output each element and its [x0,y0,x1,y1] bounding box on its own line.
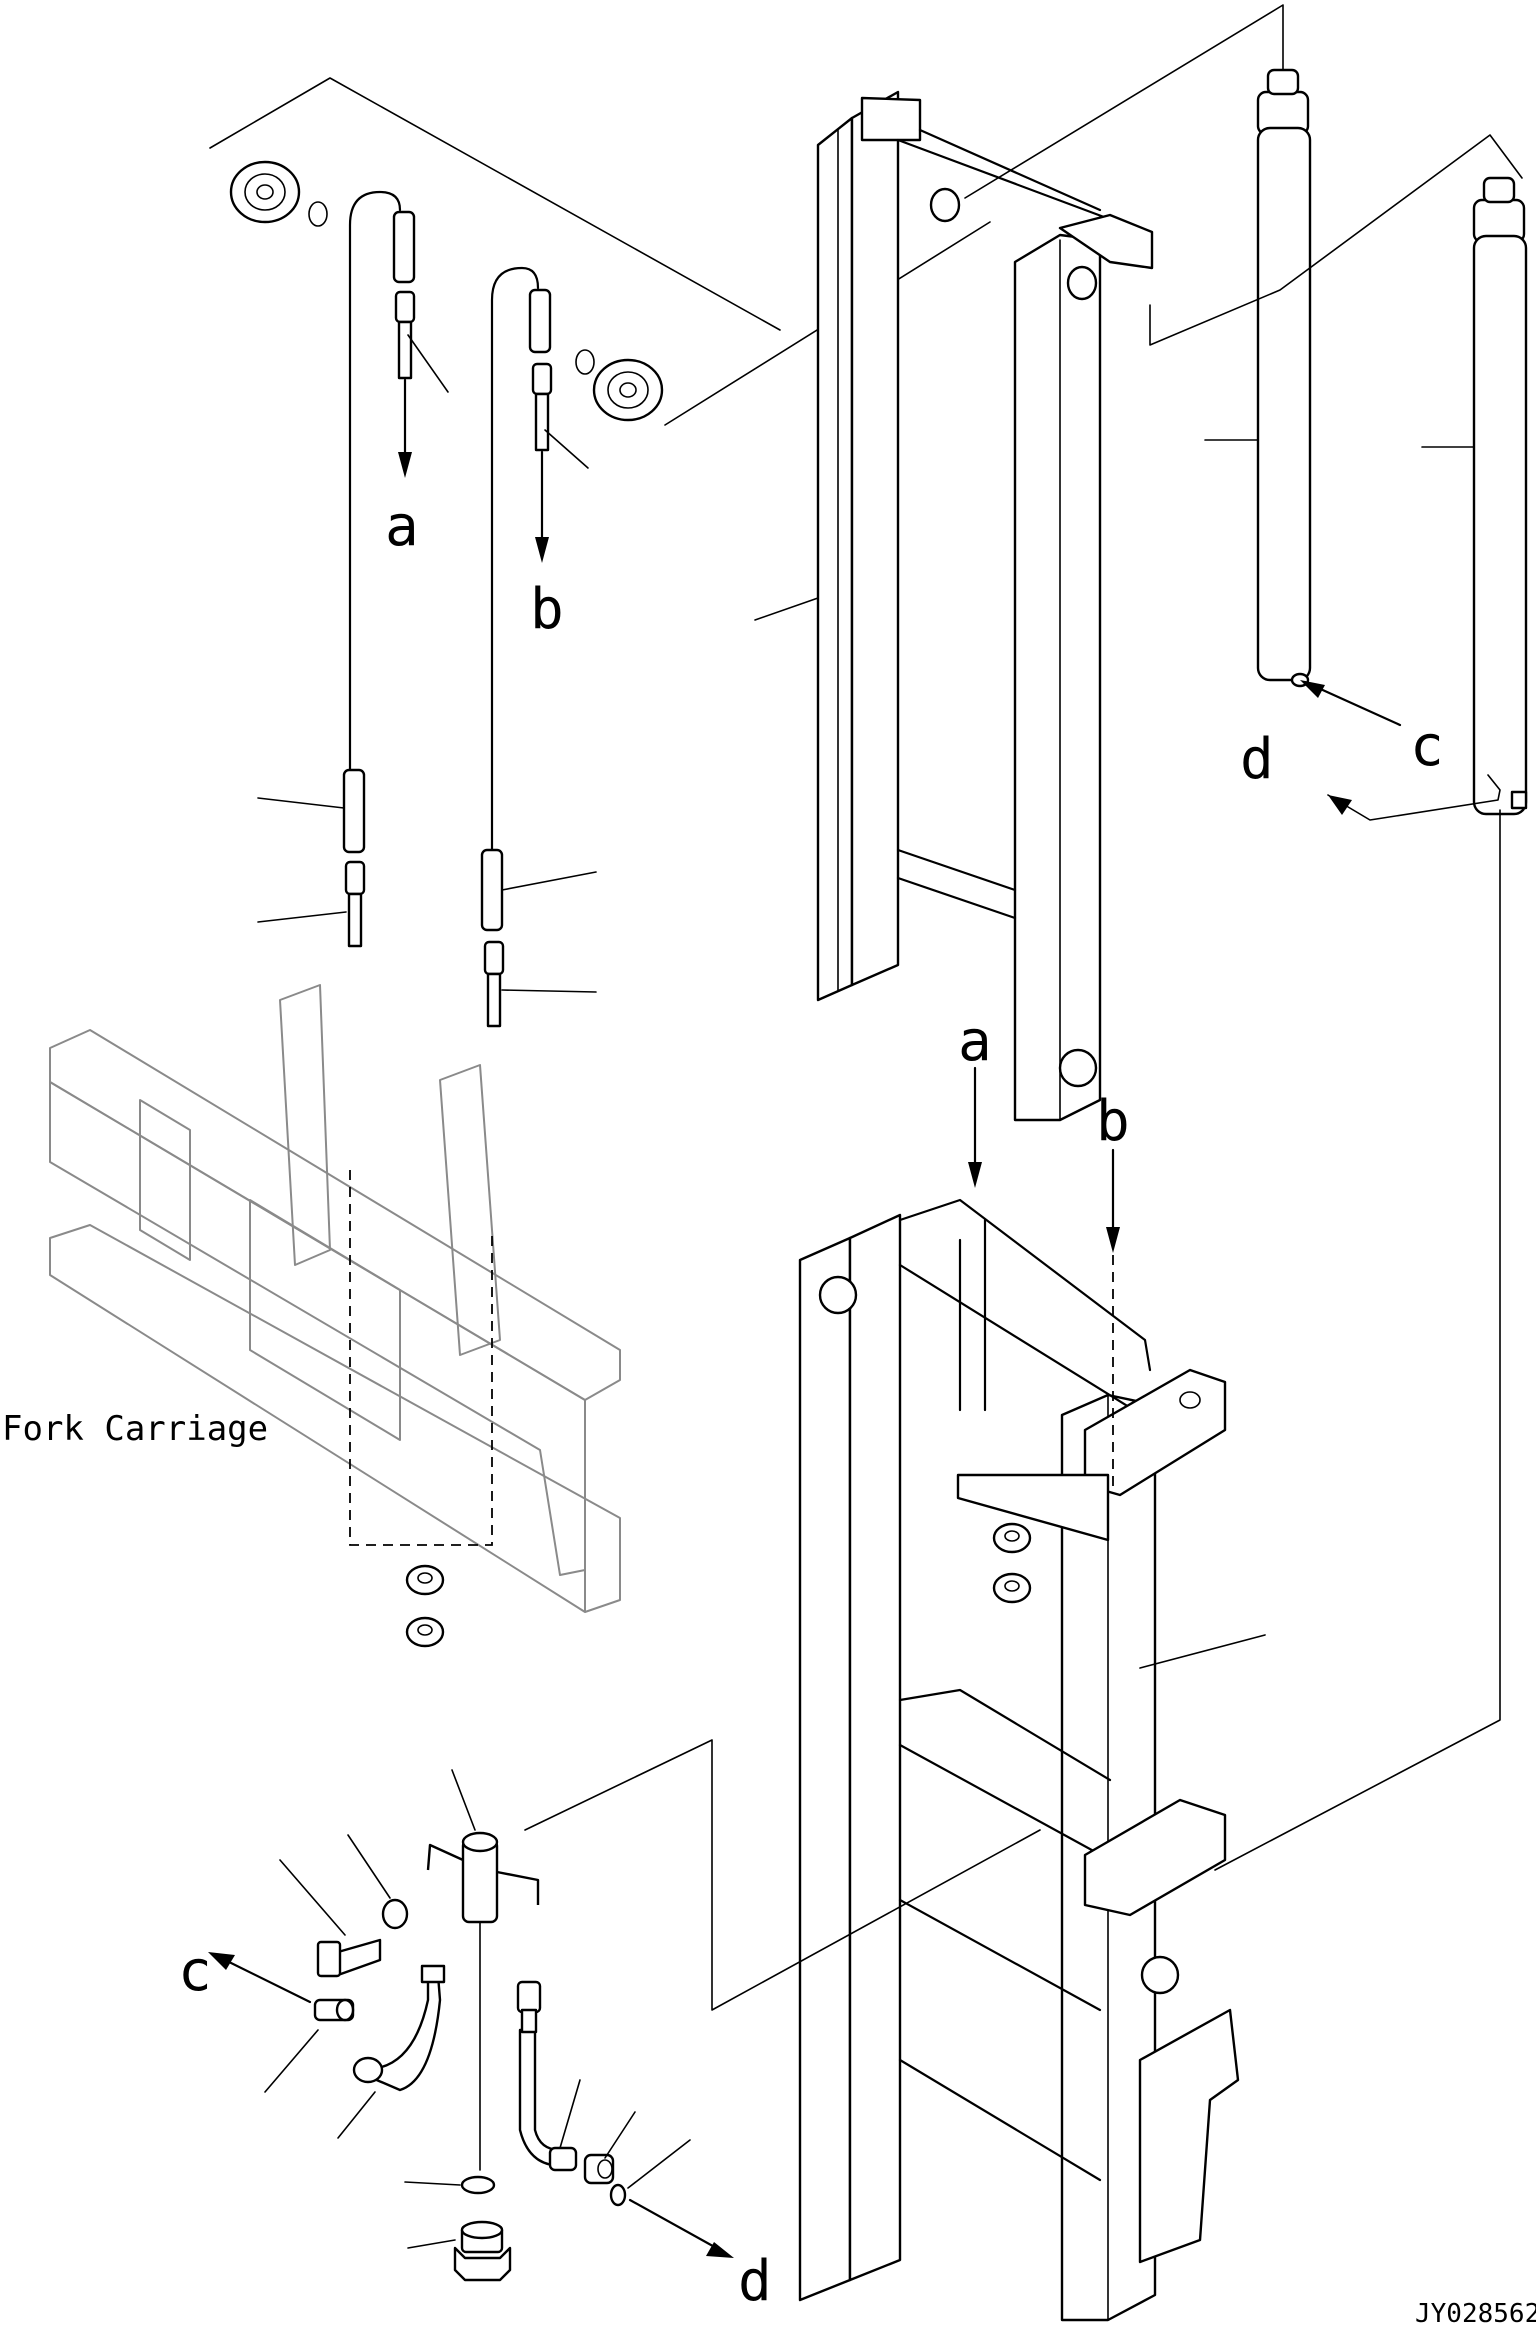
callout-c-top: c [1410,714,1444,779]
lift-chain-left [342,190,449,948]
inner-mast [754,90,1154,1122]
leader-line [501,871,597,891]
valve-plug [407,2220,512,2282]
callout-b-top: b [530,577,564,642]
arrow-head [706,2242,734,2258]
flow-divider-valve [426,1769,540,2171]
link-line [524,1739,1041,2011]
leader-line [501,989,597,993]
drawing-code: JY028562 [1415,2299,1536,2329]
link-line [1327,774,1501,821]
leader-line [257,911,347,923]
leader-line [257,797,345,809]
lift-cylinder-right [1421,176,1528,816]
callout-d-lower: d [738,2249,772,2314]
lift-cylinder-left [1204,68,1402,727]
arrow-head [208,1952,235,1970]
arrow-c-lower [223,1958,312,2004]
link-line [1214,809,1501,1871]
arrow-d-lower [628,2198,722,2252]
adapter-fitting [583,2111,636,2185]
callout-d-top: d [1240,727,1274,792]
o-ring-large [404,2175,496,2195]
hydraulic-hose-left [337,1964,446,2139]
callout-a-lower: a [958,1009,992,1074]
sheave-pulley-right [575,221,991,426]
callout-b-lower: b [1096,1089,1130,1154]
outer-mast [798,1198,1266,2322]
callout-c-lower: c [178,1939,212,2004]
link-line [964,4,1284,199]
link-line [1149,134,1523,346]
sheave-pulley-left [209,77,781,331]
lift-chain-right [480,266,589,1028]
carriage-ghost-dashed-outline [349,1170,493,1546]
arrow-d-top [1328,795,1352,815]
bolt [279,1859,382,1978]
arrow-head [968,1162,982,1188]
callout-a-top: a [385,494,419,559]
chain-anchor-nuts [405,1522,1032,1648]
hydraulic-hose-right [516,1980,581,2172]
fitting-elbow [264,1998,355,2093]
fork-carriage [49,984,621,1613]
fork-carriage-caption: Fork Carriage [2,1409,268,1449]
washer [347,1834,409,1930]
o-ring-small [609,2139,691,2207]
arrow-head [1106,1227,1120,1253]
